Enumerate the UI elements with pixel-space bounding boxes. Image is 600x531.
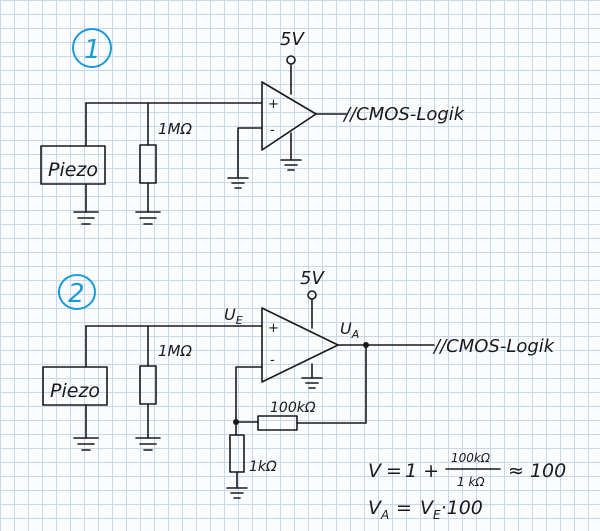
circuit-2-resistor-label: 1MΩ xyxy=(158,342,192,360)
circuit-2-opamp-ground-icon xyxy=(301,377,323,389)
circuit-2: 2 UE Piezo 1MΩ + - 5V xyxy=(42,268,556,499)
circuit-1-piezo-ground-icon xyxy=(73,211,99,225)
circuit-2-feedback-wire xyxy=(296,344,367,424)
circuit-2-resistor-ground-icon xyxy=(135,437,161,451)
formula-approx: ≈ 100 xyxy=(508,460,566,482)
circuit-2-feedback-resistor-label: 100kΩ xyxy=(270,400,316,416)
formula-v: V xyxy=(368,460,383,482)
circuit-2-supply-label: 5V xyxy=(300,268,325,289)
circuit-1-piezo xyxy=(40,145,106,185)
circuit-2-minus-wire xyxy=(235,366,263,423)
circuit-1-opamp-ground-icon xyxy=(280,159,302,171)
formula-one-plus: 1 + xyxy=(405,460,439,482)
circuit-1-piezo-label: Piezo xyxy=(48,159,98,181)
circuit-1-minus: - xyxy=(270,123,275,138)
circuit-1-supply-label: 5V xyxy=(280,29,305,50)
circuit-1-resistor-label: 1MΩ xyxy=(158,120,192,138)
circuit-2-badge-number: 2 xyxy=(68,279,85,309)
circuit-1-badge-circle xyxy=(72,28,112,68)
circuit-1-resistor-ground-icon xyxy=(135,211,161,225)
formula-va-eq: = xyxy=(396,497,412,519)
circuit-2-ground-resistor-ground-icon xyxy=(226,487,248,499)
circuit-2-badge: 2 xyxy=(58,274,96,310)
circuit-2-resistor xyxy=(139,365,157,405)
circuit-2-piezo xyxy=(42,366,108,406)
circuit-2-ground-resistor xyxy=(229,434,245,473)
circuit-2-feedback-resistor xyxy=(257,415,298,431)
circuit-1-output-label: //CMOS-Logik xyxy=(342,104,466,125)
circuit-1-supply-terminal xyxy=(286,55,296,65)
formula-va: VA xyxy=(368,497,389,522)
circuit-1-minus-ground-icon xyxy=(227,177,249,189)
circuit-1-badge: 1 xyxy=(72,28,112,68)
circuit-1-minus-wire xyxy=(237,127,263,179)
circuit-1-opamp xyxy=(261,81,317,151)
circuit-2-output-label: UA xyxy=(340,319,359,341)
circuit-1-badge-number: 1 xyxy=(84,35,101,65)
circuit-2-plus: + xyxy=(268,321,279,336)
circuit-2-ground-resistor-label: 1kΩ xyxy=(249,459,277,475)
circuit-2-piezo-ground-icon xyxy=(73,437,99,451)
circuit-2-piezo-label: Piezo xyxy=(50,380,100,402)
circuit-2-minus: - xyxy=(270,353,275,368)
circuit-2-supply-terminal xyxy=(307,290,317,300)
circuit-2-badge-circle xyxy=(58,274,96,310)
formula-eq: = xyxy=(386,460,402,482)
circuit-2-output-text: //CMOS-Logik xyxy=(432,336,556,357)
circuit-1-plus: + xyxy=(268,97,279,112)
formula-ve: VE·100 xyxy=(420,497,483,522)
formula-denominator: 1 kΩ xyxy=(457,475,485,489)
circuit-1-resistor xyxy=(139,144,157,184)
formula-numerator: 100kΩ xyxy=(451,451,491,465)
gain-formula: V = 1 + 100kΩ 1 kΩ ≈ 100 VA = VE·100 xyxy=(368,451,566,522)
circuit-1: 1 Piezo 1MΩ + - 5V xyxy=(40,28,466,225)
circuit-2-opamp xyxy=(261,307,339,383)
circuit-2-input-label: UE xyxy=(224,305,243,327)
